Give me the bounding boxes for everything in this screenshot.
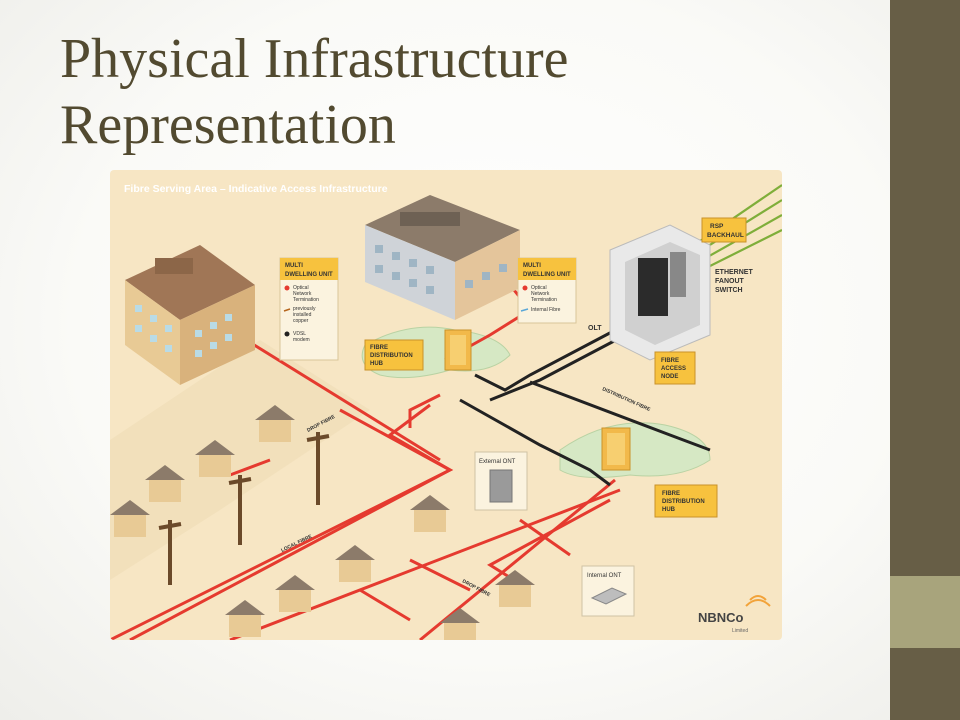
fdh-2-label: FIBRE DISTRIBUTION HUB xyxy=(654,484,718,518)
house xyxy=(440,608,480,640)
mdu-left-legend-1-line-2: installed xyxy=(293,312,312,318)
house xyxy=(255,405,295,442)
mdu-right-legend-0-line-2: Network xyxy=(531,291,550,297)
internal-fibre-legend-marker xyxy=(520,308,529,312)
fdh-cabinet-2 xyxy=(601,427,631,471)
distribution-fibre-network xyxy=(459,323,711,487)
fan-line-1: FIBRE xyxy=(661,358,679,364)
nbnco-logo: NBNCo Limited xyxy=(698,595,771,634)
house xyxy=(225,600,265,637)
slide-title: Physical Infrastructure Representation xyxy=(60,26,880,158)
ground-patch xyxy=(110,340,370,580)
mdu-left-legend-0-line-1: Optical xyxy=(293,285,309,291)
slide-title-line-2: Representation xyxy=(60,94,396,156)
external-ont-icon xyxy=(489,469,513,503)
ethernet-fanout-switch-label: ETHERNET FANOUT SWITCH xyxy=(715,269,753,294)
fdh-2-line-1: FIBRE xyxy=(662,491,680,497)
mdu-left-legend-1-line-1: previously xyxy=(293,306,316,312)
slide-title-line-1: Physical Infrastructure xyxy=(60,28,569,90)
ont-legend-marker xyxy=(522,285,528,291)
rsp-backhaul-line-1: RSP xyxy=(710,223,724,230)
nbnco-logo-subtext: Limited xyxy=(732,628,748,634)
house xyxy=(110,500,150,537)
diagram-heading: Fibre Serving Area – Indicative Access I… xyxy=(124,183,388,195)
olt-cabinet xyxy=(638,258,668,316)
nbnco-logo-mark xyxy=(749,595,767,601)
fdh-1-line-1: FIBRE xyxy=(370,345,388,351)
mdu-building-right xyxy=(365,195,520,320)
internal-ont-callout: Internal ONT xyxy=(581,565,635,617)
ont-legend-marker xyxy=(284,285,290,291)
ethernet-switch-rack xyxy=(670,252,686,297)
fibre-access-node-label: FIBRE ACCESS NODE xyxy=(654,351,696,385)
houses xyxy=(110,405,535,640)
ethernet-line-2: FANOUT xyxy=(715,278,745,285)
nbnco-logo-text: NBNCo xyxy=(698,610,744,625)
fibre-access-node-building xyxy=(609,224,711,361)
internal-ont-label: Internal ONT xyxy=(587,573,622,579)
vdsl-legend-marker xyxy=(284,331,290,337)
fdh-1-label: FIBRE DISTRIBUTION HUB xyxy=(364,339,424,371)
mdu-left-label: MULTI DWELLING UNIT Optical Network Term… xyxy=(279,257,339,361)
ethernet-line-1: ETHERNET xyxy=(715,269,753,276)
mdu-left-title-2: DWELLING UNIT xyxy=(285,272,333,278)
external-ont-label: External ONT xyxy=(479,459,516,465)
mdu-right-label: MULTI DWELLING UNIT Optical Network Term… xyxy=(517,257,577,324)
telegraph-poles xyxy=(158,432,330,585)
internal-ont-icon xyxy=(590,587,628,605)
fdh-1-line-2: DISTRIBUTION xyxy=(370,353,413,359)
house xyxy=(195,440,235,477)
house xyxy=(335,545,375,582)
mdu-building-left xyxy=(125,245,255,385)
fdh-cabinet-1 xyxy=(444,329,472,371)
fdh-1-line-3: HUB xyxy=(370,361,384,367)
house xyxy=(145,465,185,502)
house xyxy=(495,570,535,607)
mdu-right-legend-0-line-1: Optical xyxy=(531,285,547,291)
mdu-right-title-1: MULTI xyxy=(523,263,541,269)
copper-legend-marker xyxy=(283,308,291,312)
diagram-canvas: Fibre Serving Area – Indicative Access I… xyxy=(110,170,782,640)
mdu-left-legend-1-line-3: copper xyxy=(293,318,309,324)
fan-line-3: NODE xyxy=(661,374,678,380)
mdu-right-title-2: DWELLING UNIT xyxy=(523,272,571,278)
rsp-backhaul-line-2: BACKHAUL xyxy=(707,232,744,239)
rsp-backhaul-label: RSP BACKHAUL xyxy=(701,217,747,243)
fibre-serving-area-diagram: Fibre Serving Area – Indicative Access I… xyxy=(110,170,782,640)
external-ont-callout: External ONT xyxy=(474,451,528,511)
ethernet-line-3: SWITCH xyxy=(715,287,743,294)
side-accent-block xyxy=(890,576,960,648)
mdu-left-legend-0-line-3: Termination xyxy=(293,297,319,303)
mdu-left-title-1: MULTI xyxy=(285,263,303,269)
house xyxy=(410,495,450,532)
fan-line-2: ACCESS xyxy=(661,366,686,372)
mdu-left-legend-2-line-1: VDSL xyxy=(293,331,306,337)
fdh-2-line-2: DISTRIBUTION xyxy=(662,499,705,505)
mdu-right-legend-1-line-1: Internal Fibre xyxy=(531,307,561,313)
house xyxy=(275,575,315,612)
fdh-2-line-3: HUB xyxy=(662,507,676,513)
mdu-left-legend-2-line-2: modem xyxy=(293,337,310,343)
olt-label: OLT xyxy=(588,325,602,332)
mdu-left-legend-0-line-2: Network xyxy=(293,291,312,297)
mdu-right-legend-0-line-3: Termination xyxy=(531,297,557,303)
